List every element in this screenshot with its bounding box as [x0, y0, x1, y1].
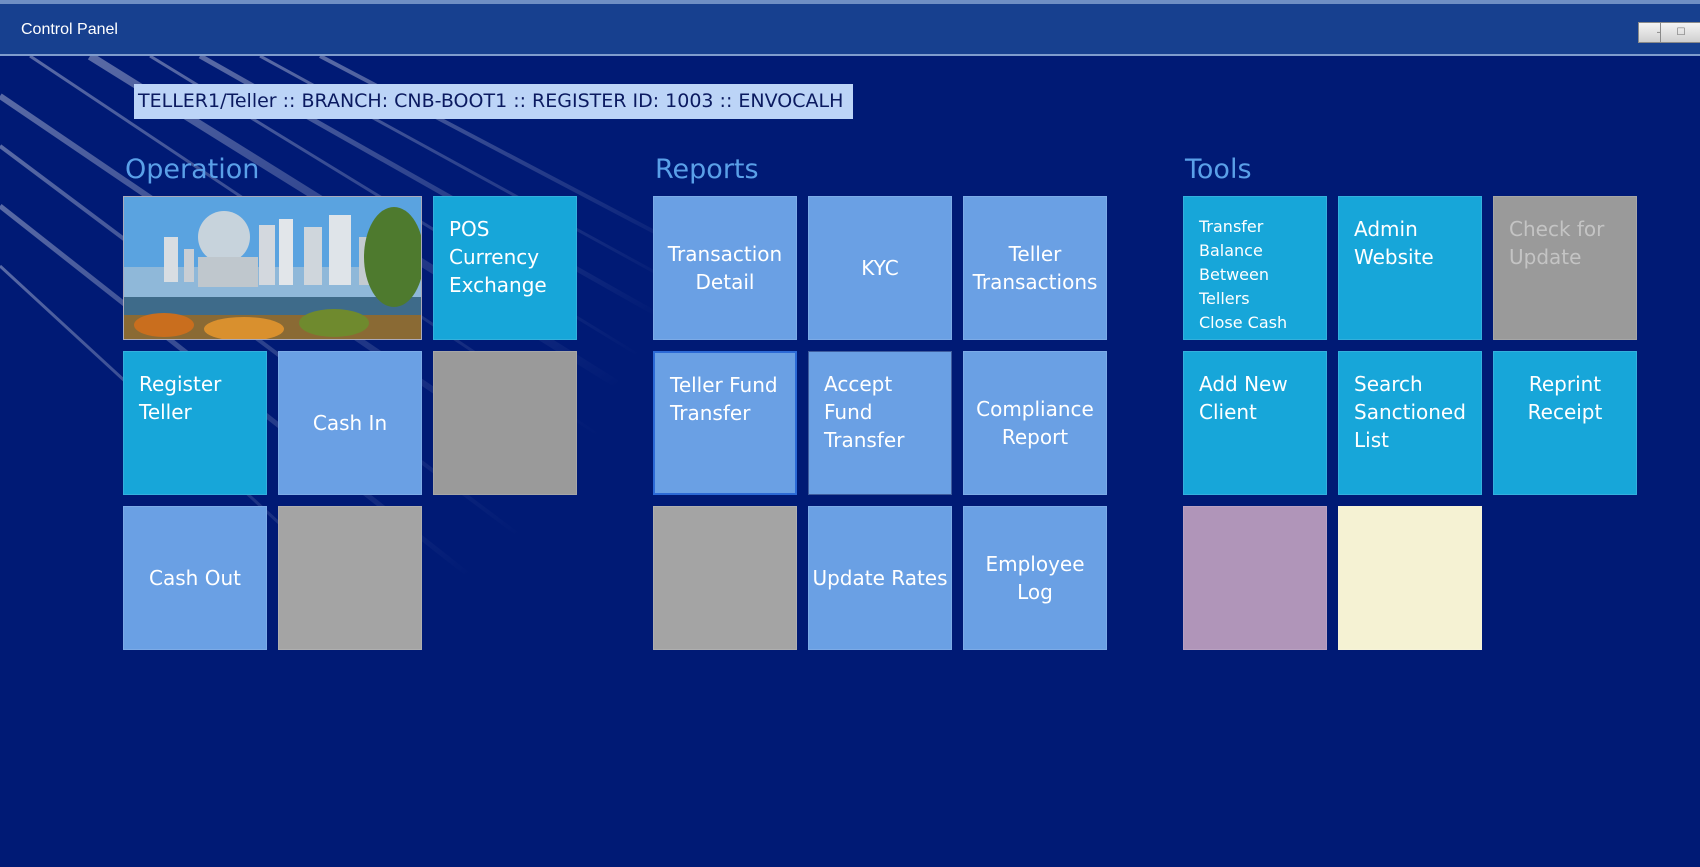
add-new-client-tile[interactable]: Add New Client: [1183, 351, 1327, 495]
accept-fund-transfer-label: Accept Fund Transfer: [824, 372, 905, 452]
transaction-detail-label: Transaction Detail: [667, 242, 783, 294]
teller-fund-transfer-label: Teller Fund Transfer: [670, 373, 778, 425]
pos-currency-exchange-tile[interactable]: POS Currency Exchange: [433, 196, 577, 340]
register-teller-tile[interactable]: Register Teller: [123, 351, 267, 495]
admin-website-label: Admin Website: [1354, 217, 1434, 269]
control-panel-content: TELLER1/Teller :: BRANCH: CNB-BOOT1 :: R…: [0, 56, 1700, 867]
update-rates-tile[interactable]: Update Rates: [808, 506, 952, 650]
kyc-label: KYC: [861, 256, 899, 280]
compliance-report-label: Compliance Report: [976, 397, 1094, 449]
session-info-box: TELLER1/Teller :: BRANCH: CNB-BOOT1 :: R…: [134, 84, 853, 119]
search-sanctioned-list-label: Search Sanctioned List: [1354, 372, 1466, 452]
reprint-receipt-label: Reprint Receipt: [1527, 372, 1603, 424]
kyc-tile[interactable]: KYC: [808, 196, 952, 340]
cash-in-label: Cash In: [312, 411, 388, 435]
update-rates-label: Update Rates: [812, 566, 948, 590]
compliance-report-tile[interactable]: Compliance Report: [963, 351, 1107, 495]
check-for-update-tile[interactable]: Check for Update: [1493, 196, 1637, 340]
transfer-balance-label: Transfer Balance Between Tellers Close C…: [1199, 217, 1288, 332]
minimize-icon: –: [1656, 27, 1662, 38]
maximize-button[interactable]: ☐: [1660, 22, 1700, 43]
register-teller-label: Register Teller: [139, 372, 222, 424]
teller-transactions-label: Teller Transactions: [972, 242, 1098, 294]
employee-log-tile[interactable]: Employee Log: [963, 506, 1107, 650]
reprint-receipt-tile[interactable]: Reprint Receipt: [1493, 351, 1637, 495]
empty-reports-tile[interactable]: [653, 506, 797, 650]
session-info-text: TELLER1/Teller :: BRANCH: CNB-BOOT1 :: R…: [138, 90, 844, 112]
pos-currency-exchange-label: POS Currency Exchange: [449, 217, 547, 297]
reports-group-title: Reports: [655, 154, 759, 185]
transfer-balance-tile[interactable]: Transfer Balance Between Tellers Close C…: [1183, 196, 1327, 340]
cash-in-tile[interactable]: Cash In: [278, 351, 422, 495]
window-title: Control Panel: [21, 21, 118, 38]
empty-operation-tile-2[interactable]: [278, 506, 422, 650]
operation-group-title: Operation: [125, 154, 260, 185]
add-new-client-label: Add New Client: [1199, 372, 1288, 424]
maximize-icon: ☐: [1676, 27, 1686, 38]
teller-fund-transfer-tile[interactable]: Teller Fund Transfer: [653, 351, 797, 495]
title-bar: Control Panel – ☐: [0, 0, 1700, 56]
cash-out-label: Cash Out: [149, 566, 241, 590]
employee-log-label: Employee Log: [985, 552, 1085, 604]
accept-fund-transfer-tile[interactable]: Accept Fund Transfer: [808, 351, 952, 495]
transaction-detail-tile[interactable]: Transaction Detail: [653, 196, 797, 340]
city-waterfront-image: [124, 197, 421, 339]
teller-transactions-tile[interactable]: Teller Transactions: [963, 196, 1107, 340]
empty-tools-tile-mauve[interactable]: [1183, 506, 1327, 650]
cash-out-tile[interactable]: Cash Out: [123, 506, 267, 650]
search-sanctioned-list-tile[interactable]: Search Sanctioned List: [1338, 351, 1482, 495]
empty-tools-tile-cream[interactable]: [1338, 506, 1482, 650]
tools-group-title: Tools: [1185, 154, 1252, 185]
empty-operation-tile-1[interactable]: [433, 351, 577, 495]
admin-website-tile[interactable]: Admin Website: [1338, 196, 1482, 340]
check-for-update-label: Check for Update: [1509, 217, 1605, 269]
city-photo-tile: [123, 196, 422, 340]
